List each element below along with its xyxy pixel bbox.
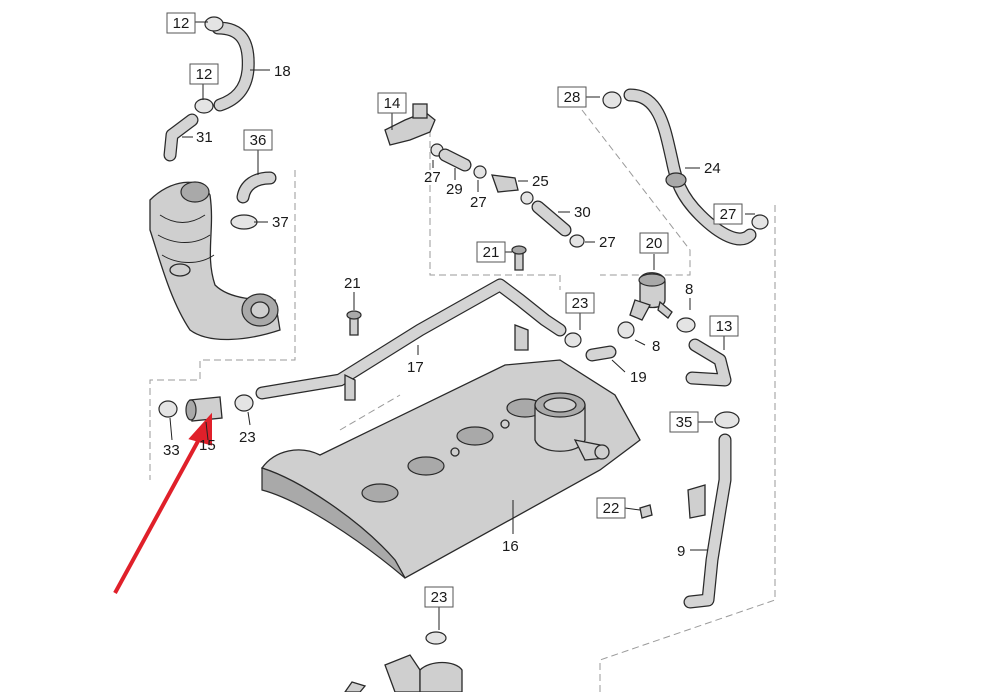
callout-8-top: 8: [685, 281, 693, 298]
valve-cover: [260, 359, 641, 579]
callout-20: 20: [639, 232, 669, 254]
svg-text:21: 21: [483, 244, 500, 261]
svg-text:35: 35: [676, 414, 693, 431]
callout-27-b: 27: [470, 194, 487, 211]
svg-text:22: 22: [603, 500, 620, 517]
svg-text:27: 27: [424, 169, 441, 186]
breather-pipe: [255, 278, 567, 401]
callout-17: 17: [407, 359, 424, 376]
upper-right-hose: [602, 88, 769, 246]
svg-text:27: 27: [599, 234, 616, 251]
svg-text:23: 23: [239, 429, 256, 446]
callout-33: 33: [163, 442, 180, 459]
svg-text:8: 8: [685, 281, 693, 298]
svg-text:13: 13: [716, 318, 733, 335]
svg-text:24: 24: [704, 160, 721, 177]
bottom-fittings: [344, 631, 463, 692]
svg-text:16: 16: [502, 538, 519, 555]
callout-27-c: 27: [599, 234, 616, 251]
callout-23-left: 23: [239, 429, 256, 446]
svg-text:23: 23: [572, 295, 589, 312]
svg-text:21: 21: [344, 275, 361, 292]
callout-14: 14: [377, 92, 407, 114]
svg-text:14: 14: [384, 95, 401, 112]
callout-19: 19: [630, 369, 647, 386]
callout-37: 37: [272, 214, 289, 231]
right-pipe-group: [639, 338, 740, 609]
svg-text:20: 20: [646, 235, 663, 252]
svg-text:23: 23: [431, 589, 448, 606]
callout-18: 18: [274, 63, 291, 80]
upper-left-hoses: [163, 16, 255, 162]
svg-text:17: 17: [407, 359, 424, 376]
callout-24: 24: [704, 160, 721, 177]
svg-text:27: 27: [720, 206, 737, 223]
callout-21-right: 21: [476, 241, 506, 263]
svg-text:33: 33: [163, 442, 180, 459]
svg-text:29: 29: [446, 181, 463, 198]
callout-leaders: [169, 21, 755, 630]
callout-36: 36: [243, 129, 273, 151]
svg-text:12: 12: [173, 15, 190, 32]
callout-22: 22: [596, 497, 626, 519]
svg-text:28: 28: [564, 89, 581, 106]
callout-labels: 12 18 12 31 36 37 14 27 29 27 25 30 27 2…: [163, 12, 743, 608]
svg-text:8: 8: [652, 338, 660, 355]
callout-23-bottom: 23: [424, 586, 454, 608]
svg-text:15: 15: [199, 437, 216, 454]
callout-29: 29: [446, 181, 463, 198]
callout-21-left: 21: [344, 275, 361, 292]
svg-text:31: 31: [196, 129, 213, 146]
callout-27-a: 27: [424, 169, 441, 186]
callout-30: 30: [574, 204, 591, 221]
svg-text:18: 18: [274, 63, 291, 80]
svg-text:37: 37: [272, 214, 289, 231]
svg-text:25: 25: [532, 173, 549, 190]
small-elbow-hose: [230, 171, 277, 230]
callout-8-mid: 8: [652, 338, 660, 355]
svg-text:9: 9: [677, 543, 685, 560]
callout-13: 13: [709, 315, 739, 337]
callout-12-mid: 12: [189, 63, 219, 85]
callout-9: 9: [677, 543, 685, 560]
svg-text:19: 19: [630, 369, 647, 386]
svg-text:30: 30: [574, 204, 591, 221]
callout-16: 16: [502, 538, 519, 555]
svg-text:27: 27: [470, 194, 487, 211]
callout-25: 25: [532, 173, 549, 190]
pressure-regulator-group: [346, 245, 696, 362]
callout-31: 31: [196, 129, 213, 146]
callout-23-mid: 23: [565, 292, 595, 314]
callout-35: 35: [669, 411, 699, 433]
callout-28: 28: [557, 86, 587, 108]
callout-15: 15: [199, 437, 216, 454]
intake-boot: [149, 181, 281, 341]
svg-text:12: 12: [196, 66, 213, 83]
callout-27-d: 27: [713, 203, 743, 225]
red-pointer-arrow: [113, 412, 212, 594]
hose-15-group: [158, 394, 254, 422]
breather-valve-assembly: [384, 103, 585, 248]
svg-text:36: 36: [250, 132, 267, 149]
callout-12-top: 12: [166, 12, 196, 34]
